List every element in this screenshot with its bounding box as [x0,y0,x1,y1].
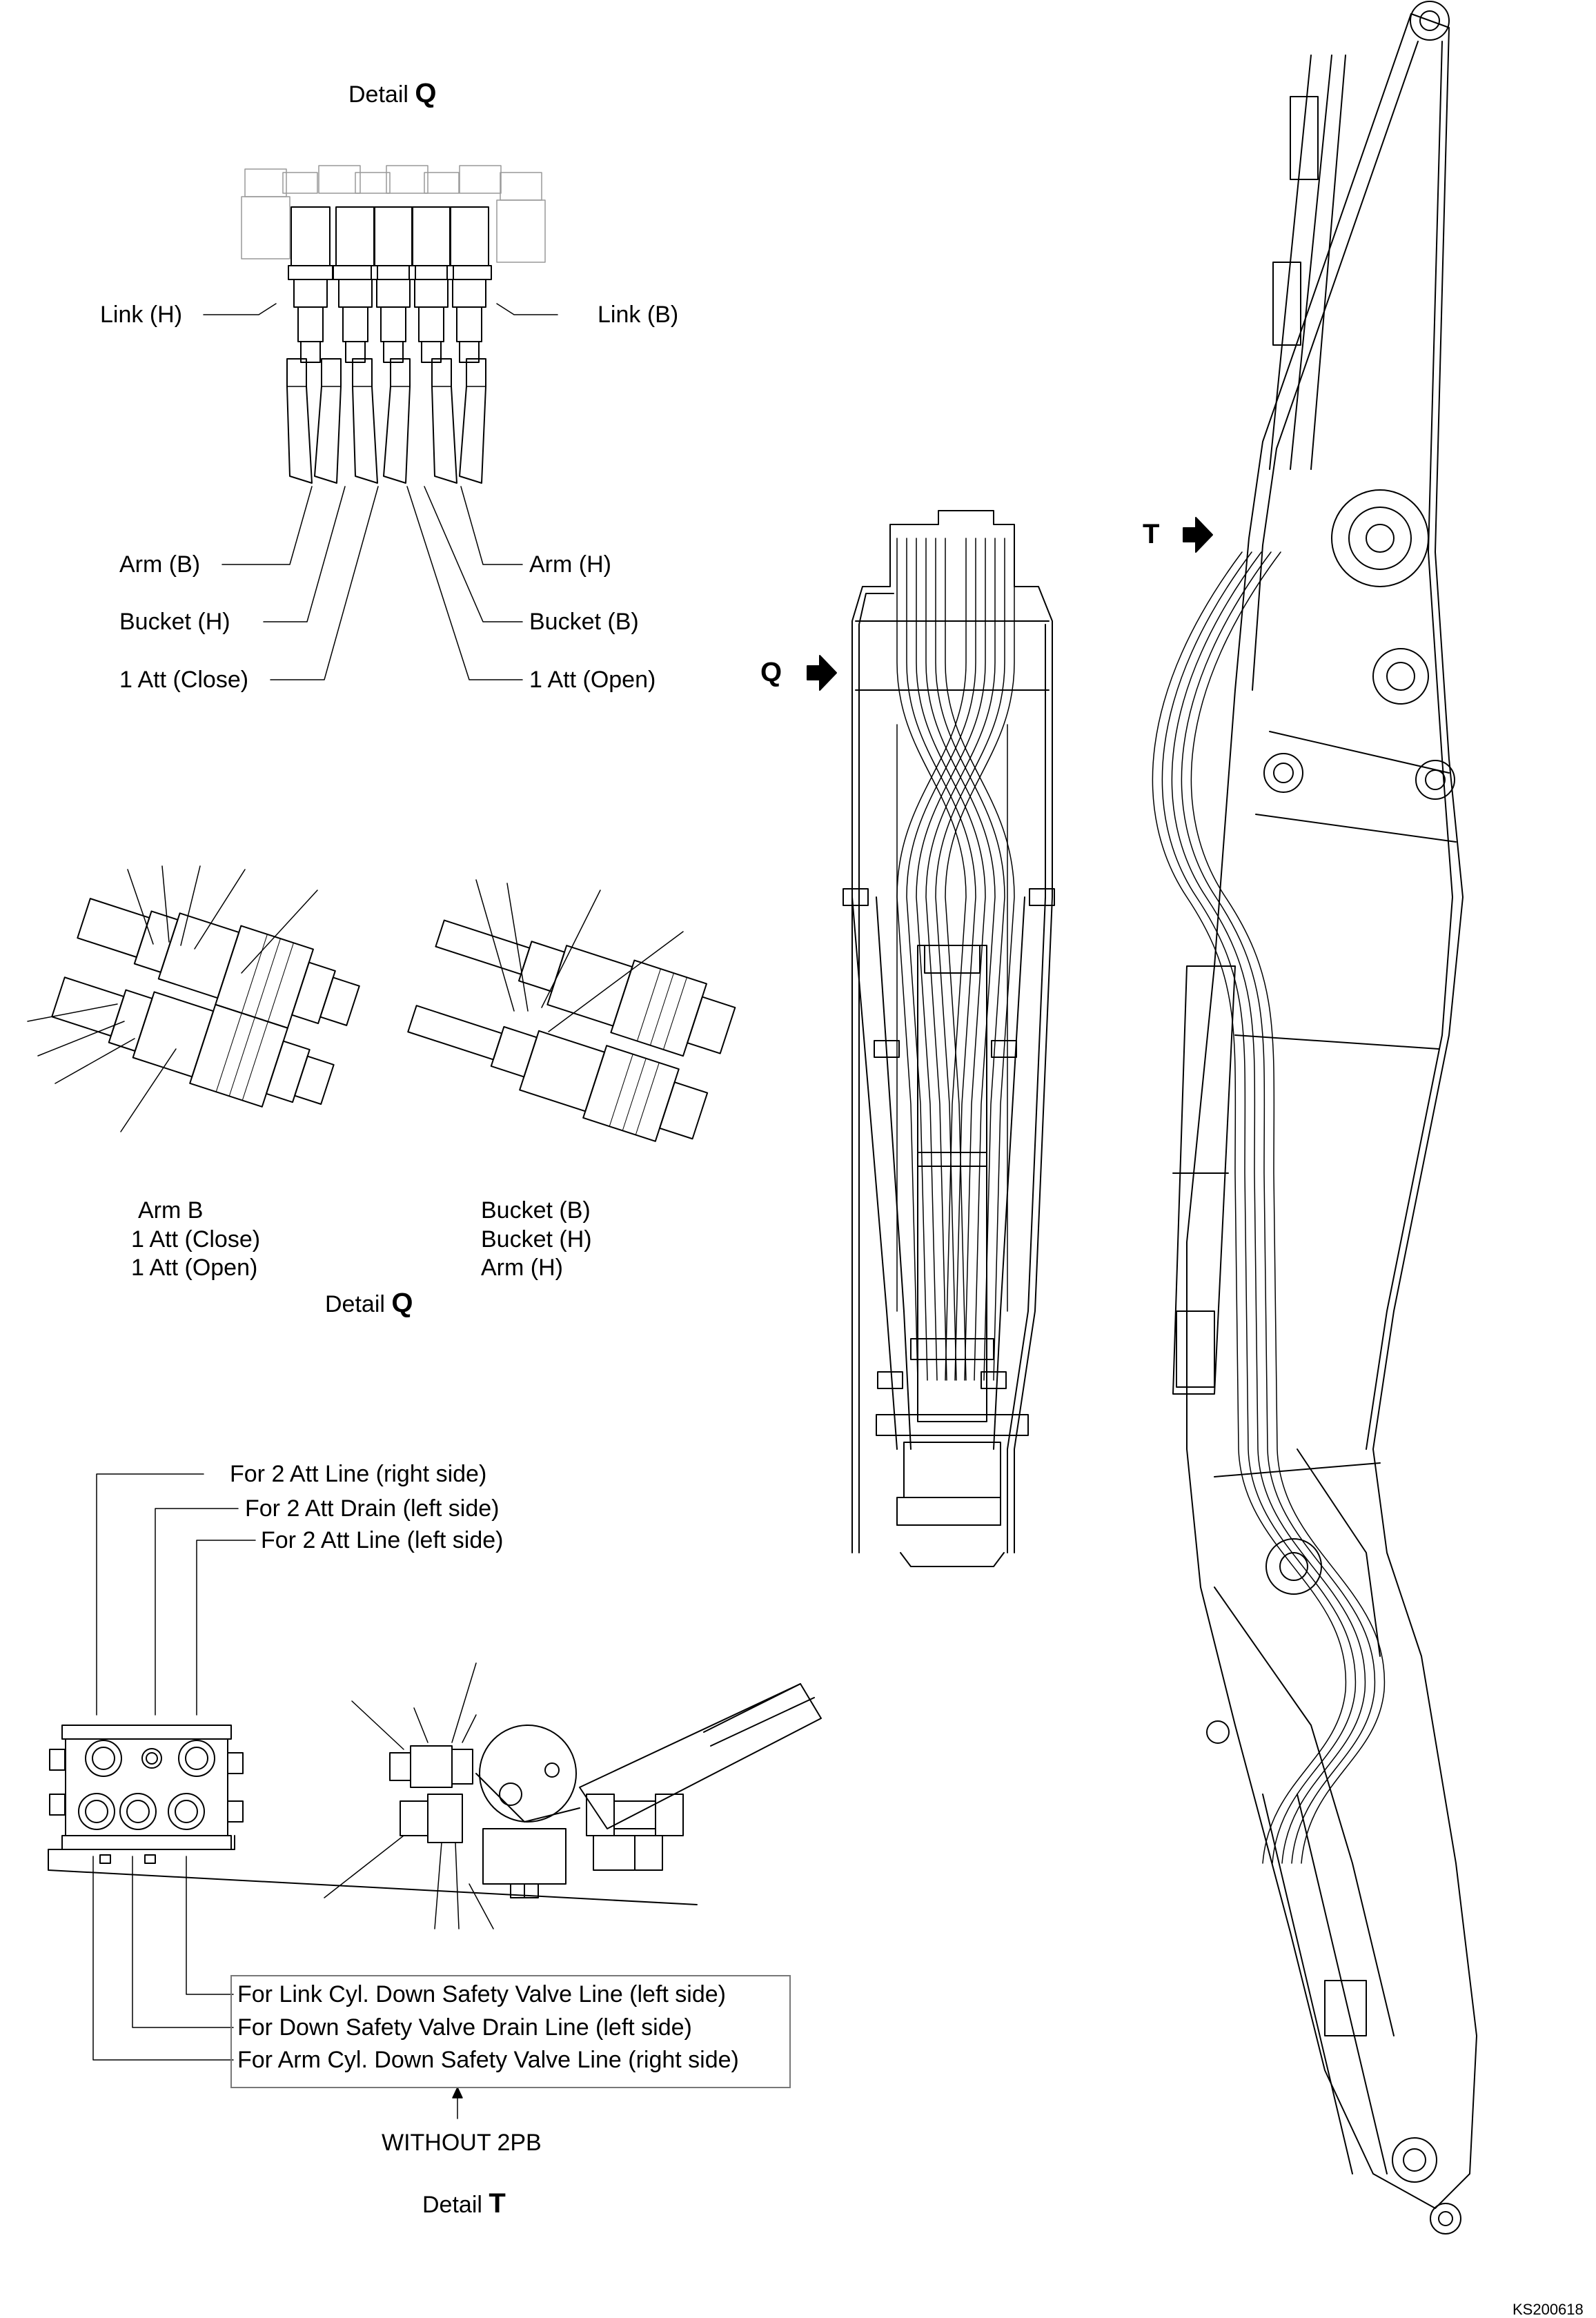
detail-q-connector-block [242,166,545,483]
label-link-cyl-valve: For Link Cyl. Down Safety Valve Line (le… [237,1981,726,2007]
coupler-right-item-2: Bucket (H) [481,1226,592,1253]
label-2att-line-right: For 2 Att Line (right side) [230,1461,487,1487]
label-bucket-h: Bucket (H) [119,609,230,635]
label-arm-b: Arm (B) [119,551,201,578]
q-view-letter: Q [760,657,782,687]
label-att-close: 1 Att (Close) [119,667,249,693]
coupler-left-item-1: Arm B [138,1197,204,1224]
coupler-left-item-3: 1 Att (Open) [131,1255,258,1281]
label-arm-h: Arm (H) [529,551,611,578]
drawing-code: KS200618 [1513,2301,1584,2318]
q-view-arrow [807,656,836,690]
arm-top-view [843,511,1054,1566]
arm-side-view [1152,1,1477,2234]
label-2att-line-left: For 2 Att Line (left side) [261,1527,504,1553]
coupler-right-item-3: Arm (H) [481,1255,563,1281]
label-arm-cyl-valve: For Arm Cyl. Down Safety Valve Line (rig… [237,2047,739,2073]
safety-valve-callout-box [230,1975,791,2088]
label-2att-drain-left: For 2 Att Drain (left side) [245,1495,500,1522]
coupler-right-item-1: Bucket (B) [481,1197,591,1224]
label-down-valve-drain: For Down Safety Valve Drain Line (left s… [237,2014,692,2041]
t-view-arrow [1183,518,1212,552]
label-link-b: Link (B) [598,302,679,328]
label-link-h: Link (H) [100,302,183,328]
without-2pb-note: WITHOUT 2PB [382,2130,542,2156]
label-bucket-b: Bucket (B) [529,609,639,635]
detail-q-title-bottom: Detail Q [325,1288,413,1318]
detail-t-valve [390,1684,821,1898]
detail-t-leaders [93,1474,493,2119]
detail-t-manifold [48,1725,697,1905]
detail-q-title-top: Detail Q [348,78,437,108]
detail-q-leaders [204,304,558,680]
coupler-left-item-2: 1 Att (Close) [131,1226,261,1253]
detail-q-coupler-views [28,866,740,1152]
detail-t-title: Detail T [422,2188,506,2219]
t-view-letter: T [1143,519,1160,549]
label-att-open: 1 Att (Open) [529,667,656,693]
